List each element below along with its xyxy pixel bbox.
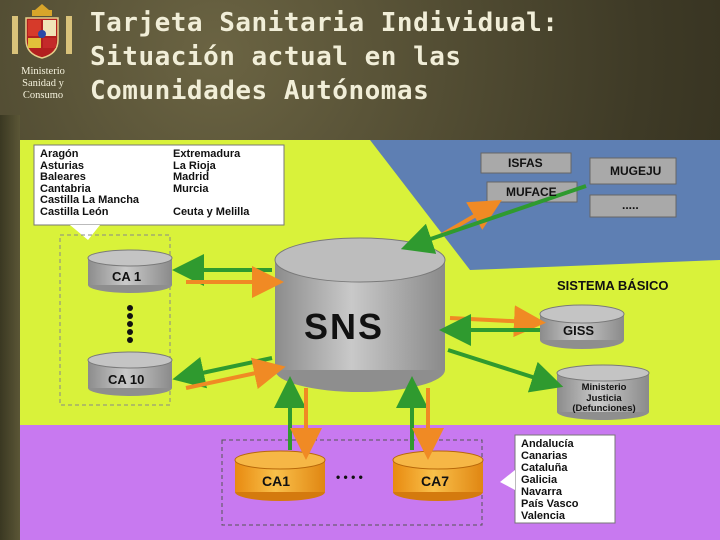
vertical-ellipsis: [127, 305, 133, 343]
regions-right-column: Extremadura La Rioja Madrid Murcia Ceuta…: [173, 148, 250, 218]
region-label: Extremadura: [173, 148, 241, 160]
data-flow-arrows: [172, 184, 587, 460]
region-label: [173, 195, 249, 207]
region-label: Aragón: [40, 148, 79, 160]
ministry-name-line: Sanidad y: [22, 78, 64, 89]
other-mutuality-label: .....: [622, 198, 639, 212]
regions-left-column: Aragón Asturias Baleares Cantabria Casti…: [40, 148, 140, 218]
region-label: País Vasco: [521, 498, 579, 510]
region-label: Valencia: [521, 510, 566, 522]
slide-title: Tarjeta Sanitaria Individual: Situación …: [90, 6, 710, 108]
mugeju-box: [589, 157, 677, 185]
ministry-logo: Ministerio Sanidad y Consumo: [4, 2, 80, 112]
ministerio-label: Ministerio Justicia (Defunciones): [565, 382, 643, 415]
ca10-label: CA 10: [108, 372, 145, 387]
region-label: Castilla La Mancha: [40, 194, 140, 206]
ministerio-justicia-database: [556, 364, 650, 420]
region-label: Navarra: [521, 486, 562, 498]
region-label: Ceuta y Melilla: [173, 205, 250, 218]
muface-label: MUFACE: [506, 185, 557, 199]
bottom-regions-pointer: [500, 470, 515, 490]
title-line: Situación actual en las: [90, 42, 462, 72]
title-line: Tarjeta Sanitaria Individual:: [90, 8, 559, 38]
ca1-database: [87, 249, 173, 293]
ministerio-label-line: Ministerio: [581, 382, 627, 393]
sistema-basico-label: SISTEMA BÁSICO: [557, 278, 669, 293]
isfas-label: ISFAS: [508, 156, 543, 170]
region-label: Galicia: [521, 474, 558, 486]
mugeju-label: MUGEJU: [610, 164, 662, 178]
ca7-bottom-label: CA7: [421, 473, 450, 489]
bottom-regions-box: [514, 434, 616, 524]
region-label: La Rioja: [173, 159, 216, 172]
ca1-label: CA 1: [112, 269, 142, 284]
ministry-name: Ministerio Sanidad y Consumo: [4, 66, 82, 102]
other-mutuality-box: [589, 194, 677, 218]
ca10-database: [87, 351, 173, 396]
sns-label: SNS: [304, 306, 385, 347]
region-label: Asturias: [40, 159, 85, 172]
bottom-regions-list: Andalucía Canarias Cataluña Galicia Nava…: [521, 438, 579, 522]
region-label: Andalucía: [521, 438, 574, 450]
ministerio-label-line: (Defunciones): [572, 403, 636, 414]
region-label: Madrid: [173, 171, 210, 183]
regions-box: [33, 144, 285, 226]
giss-database: [539, 304, 625, 349]
giss-label: GISS: [563, 323, 595, 338]
ministry-name-line: Consumo: [22, 90, 64, 101]
isfas-box: [480, 152, 572, 174]
side-decor-strip: [0, 115, 20, 540]
ca7-bottom-database: [392, 450, 484, 501]
ministry-name-line: Ministerio: [21, 66, 65, 77]
horizontal-ellipsis: • • • •: [336, 470, 363, 484]
region-label: Canarias: [521, 450, 568, 462]
coat-of-arms-icon: [12, 4, 72, 59]
region-label: Castilla León: [40, 205, 109, 218]
title-line: Comunidades Autónomas: [90, 76, 430, 106]
region-label: Cataluña: [521, 462, 568, 474]
region-label: Murcia: [173, 182, 209, 195]
regions-box-pointer: [70, 225, 100, 240]
ministerio-label-line: Justicia: [586, 392, 622, 404]
ca1-bottom-label: CA1: [262, 473, 291, 489]
region-label: Cantabria: [40, 182, 91, 195]
region-label: Baleares: [40, 171, 86, 183]
